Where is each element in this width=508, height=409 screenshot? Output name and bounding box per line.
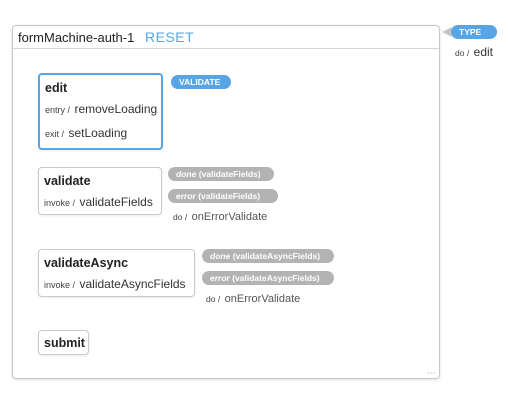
state-name: validate [44,174,91,188]
state-submit[interactable]: submit [38,330,89,355]
state-validate[interactable]: validate invoke / validateFields [38,167,162,215]
entry-action: entry / removeLoading [45,102,158,116]
error-validate-action: do / onErrorValidate [173,211,268,223]
state-validate-async[interactable]: validateAsync invoke / validateAsyncFiel… [38,249,195,297]
resize-handle[interactable]: ··· [426,365,436,379]
event-done-validate[interactable]: done (validateFields) [168,167,274,181]
machine-title: formMachine-auth-1 [18,30,135,45]
state-edit[interactable]: edit entry / removeLoading exit / setLoa… [38,73,163,150]
state-name: edit [45,81,68,95]
reset-button[interactable]: RESET [145,29,195,45]
event-error-validate[interactable]: error (validateFields) [168,189,278,203]
invoke-action: invoke / validateFields [44,195,153,209]
error-validate-async-action: do / onErrorValidate [206,293,301,305]
event-done-validate-async[interactable]: done (validateAsyncFields) [202,249,334,263]
event-type[interactable]: TYPE [451,25,497,39]
machine-header: formMachine-auth-1 RESET [13,26,439,49]
type-action: do / edit [455,45,493,59]
exit-action: exit / setLoading [45,126,128,140]
state-name: submit [44,336,85,350]
event-validate[interactable]: VALIDATE [171,75,231,89]
invoke-action: invoke / validateAsyncFields [44,277,186,291]
state-name: validateAsync [44,256,129,270]
event-error-validate-async[interactable]: error (validateAsyncFields) [202,271,334,285]
